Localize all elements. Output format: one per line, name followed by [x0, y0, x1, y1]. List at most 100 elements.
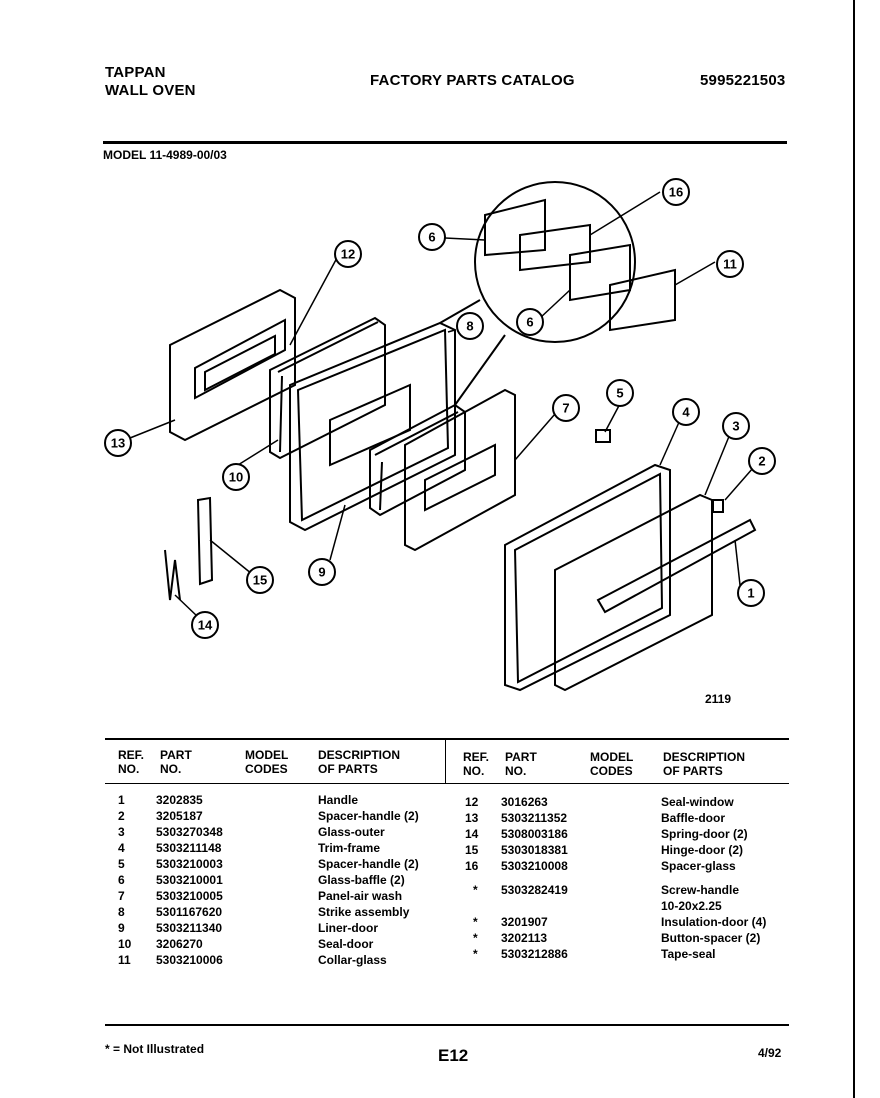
- table-cell: 12: [465, 795, 479, 809]
- table-cell: 13: [465, 811, 479, 825]
- table-cell: 5303211352: [501, 811, 568, 825]
- left-desc-column: Handle Spacer-handle (2) Glass-outer Tri…: [318, 792, 419, 968]
- svg-text:15: 15: [253, 573, 267, 588]
- model-line: MODEL 11-4989-00/03: [103, 148, 227, 162]
- table-cell: 5303210001: [156, 873, 223, 887]
- table-mid-divider: [445, 740, 446, 784]
- table-cell: 3016263: [501, 795, 548, 809]
- handle-part: [596, 518, 757, 614]
- table-spacer: [661, 874, 766, 882]
- table-spacer: [465, 874, 478, 882]
- table-cell: 15: [465, 843, 479, 857]
- table-bottom-rule: [105, 1024, 789, 1026]
- trim-frame-part: [504, 463, 671, 692]
- table-cell: 3206270: [156, 937, 203, 951]
- table-cell: 5303210006: [156, 953, 223, 967]
- svg-text:16: 16: [669, 185, 683, 200]
- header-desc-right: DESCRIPTION OF PARTS: [663, 750, 746, 778]
- callout-13: [104, 429, 132, 457]
- header-part-left: PART NO.: [160, 748, 192, 776]
- left-ref-column: 1 2 3 4 5 6 7 8 9 10 11: [118, 792, 131, 968]
- table-header-rule: [105, 783, 789, 784]
- table-cell: 3: [118, 825, 125, 839]
- svg-text:9: 9: [318, 565, 325, 580]
- spacer-handle-part: [595, 429, 611, 443]
- callout-6-bottom: [516, 308, 544, 336]
- table-top-rule: [105, 738, 789, 740]
- page-number: E12: [438, 1046, 469, 1065]
- table-cell: Panel-air wash: [318, 889, 403, 903]
- table-cell: 5303212886: [501, 947, 568, 961]
- svg-text:4: 4: [682, 405, 690, 420]
- callout-2: [748, 447, 776, 475]
- catalog-number: 5995221503: [700, 72, 786, 89]
- table-cell: Tape-seal: [661, 947, 716, 961]
- table-cell: Strike assembly: [318, 905, 410, 919]
- table-cell: Button-spacer (2): [661, 931, 761, 945]
- svg-text:2: 2: [758, 454, 765, 469]
- callout-12: [334, 240, 362, 268]
- table-cell: 3201907: [501, 915, 548, 929]
- baffle-door-part: [169, 288, 296, 442]
- detail-circle: [474, 181, 636, 343]
- table-cell: 7: [118, 889, 125, 903]
- svg-text:7: 7: [562, 401, 569, 416]
- table-spacer: [501, 874, 568, 882]
- table-cell: 5303211340: [156, 921, 223, 935]
- table-cell: *: [473, 915, 478, 929]
- table-cell: 4: [118, 841, 125, 855]
- table-spacer: [501, 898, 568, 914]
- header-ref-right: REF. NO.: [463, 750, 490, 778]
- callout-14: [191, 611, 219, 639]
- callout-5: [606, 379, 634, 407]
- hinge-door-part: [196, 496, 214, 586]
- callout-7: [552, 394, 580, 422]
- table-cell: 5301167620: [156, 905, 223, 919]
- table-cell: Liner-door: [318, 921, 378, 935]
- table-cell: 5303282419: [501, 883, 568, 897]
- table-cell: Trim-frame: [318, 841, 381, 855]
- right-desc-column: Seal-window Baffle-door Spring-door (2) …: [661, 794, 766, 962]
- catalog-title: FACTORY PARTS CATALOG: [370, 72, 575, 89]
- table-cell: 9: [118, 921, 125, 935]
- svg-text:14: 14: [198, 618, 213, 633]
- svg-text:12: 12: [341, 247, 355, 262]
- callout-9: [308, 558, 336, 586]
- left-part-column: 3202835 3205187 5303270348 5303211148 53…: [156, 792, 223, 968]
- table-cell: 16: [465, 859, 479, 873]
- header-model-right: MODEL CODES: [590, 750, 634, 778]
- table-cell: Glass-outer: [318, 825, 385, 839]
- panel-air-wash-part: [404, 388, 516, 552]
- header-part-right: PART NO.: [505, 750, 537, 778]
- callout-8: [456, 312, 484, 340]
- svg-text:6: 6: [428, 230, 435, 245]
- callout-4: [672, 398, 700, 426]
- table-cell: 10: [118, 937, 132, 951]
- table-cell: 5303018381: [501, 843, 568, 857]
- table-cell: 6: [118, 873, 125, 887]
- table-cell: Insulation-door (4): [661, 915, 767, 929]
- page-right-border: [853, 0, 855, 1098]
- header-rule: [103, 141, 787, 144]
- callout-11: [716, 250, 744, 278]
- strike-assembly-part: [369, 403, 466, 517]
- right-ref-column: 12 13 14 15 16 * * * *: [465, 794, 478, 962]
- svg-text:11: 11: [723, 257, 737, 272]
- table-cell: Hinge-door (2): [661, 843, 743, 857]
- header-desc-left: DESCRIPTION OF PARTS: [318, 748, 401, 776]
- svg-text:10: 10: [229, 470, 243, 485]
- table-cell: Glass-baffle (2): [318, 873, 405, 887]
- callout-3: [722, 412, 750, 440]
- exploded-parts-diagram: 13 10 12 9 15 14 8 7 5 4 3 2 1 6 6 16 11: [104, 178, 776, 692]
- table-cell: Baffle-door: [661, 811, 725, 825]
- table-cell: 14: [465, 827, 479, 841]
- table-cell: Spring-door (2): [661, 827, 748, 841]
- table-cell: 5303210003: [156, 857, 223, 871]
- table-cell: *: [473, 931, 478, 945]
- table-cell: Spacer-handle (2): [318, 809, 419, 823]
- table-cell: 3202113: [501, 931, 548, 945]
- right-part-column: 3016263 5303211352 5308003186 5303018381…: [501, 794, 568, 962]
- seal-window-part: [269, 316, 386, 460]
- svg-text:13: 13: [111, 436, 125, 451]
- footnote: * = Not Illustrated: [105, 1042, 205, 1056]
